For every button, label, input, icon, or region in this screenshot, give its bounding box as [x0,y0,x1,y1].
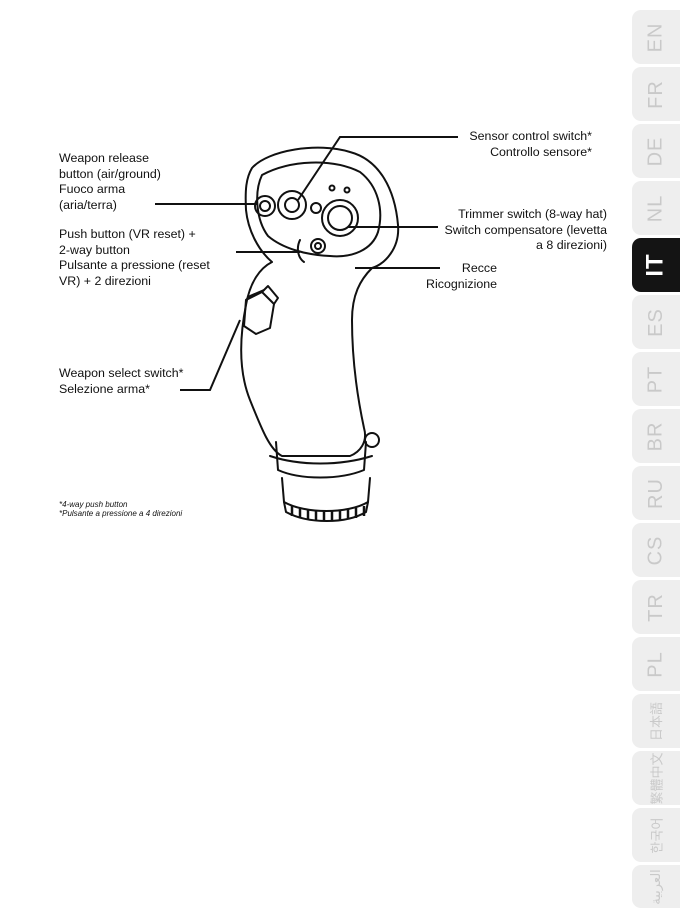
weapon-release-button [254,195,276,217]
label-weapon-select: Weapon select switch* Selezione arma* [59,366,184,396]
tab-tr[interactable]: TR [632,580,680,634]
tab-it[interactable]: IT [632,238,680,292]
tab-ko[interactable]: 한국어 [632,808,680,862]
label-sensor-control: Sensor control switch* Controllo sensore… [469,129,592,159]
tab-de[interactable]: DE [632,124,680,178]
tab-fr[interactable]: FR [632,67,680,121]
leader-sensor-control [297,136,458,201]
grip-collar [275,441,367,479]
leader-weapon-select [180,319,241,391]
base-ring [281,477,371,512]
grip-body [240,146,400,457]
label-recce: Recce Ricognizione [426,261,497,291]
vr-reset-button [310,238,326,254]
side-pivot [364,432,380,448]
tab-ja[interactable]: 日本語 [632,694,680,748]
tab-en[interactable]: EN [632,10,680,64]
sensor-control-switch [277,190,307,220]
tab-cs[interactable]: CS [632,523,680,577]
footnote: *4-way push button *Pulsante a pressione… [59,500,183,518]
tab-es[interactable]: ES [632,295,680,349]
tab-ru[interactable]: RU [632,466,680,520]
language-tabs: EN FR DE NL IT ES PT BR RU CS TR PL 日本語 … [628,0,680,908]
tab-pl[interactable]: PL [632,637,680,691]
label-push-button: Push button (VR reset) + 2-way button Pu… [59,227,210,288]
tab-br[interactable]: BR [632,409,680,463]
trimmer-hat [321,199,359,237]
tab-zh-tw[interactable]: 繁體中文 [632,751,680,805]
head-plate [256,161,382,258]
label-trimmer: Trimmer switch (8-way hat) Switch compen… [444,207,607,253]
tab-nl[interactable]: NL [632,181,680,235]
tab-ar[interactable]: العربية [632,865,680,908]
tab-pt[interactable]: PT [632,352,680,406]
label-weapon-release: Weapon release button (air/ground) Fuoco… [59,151,161,212]
